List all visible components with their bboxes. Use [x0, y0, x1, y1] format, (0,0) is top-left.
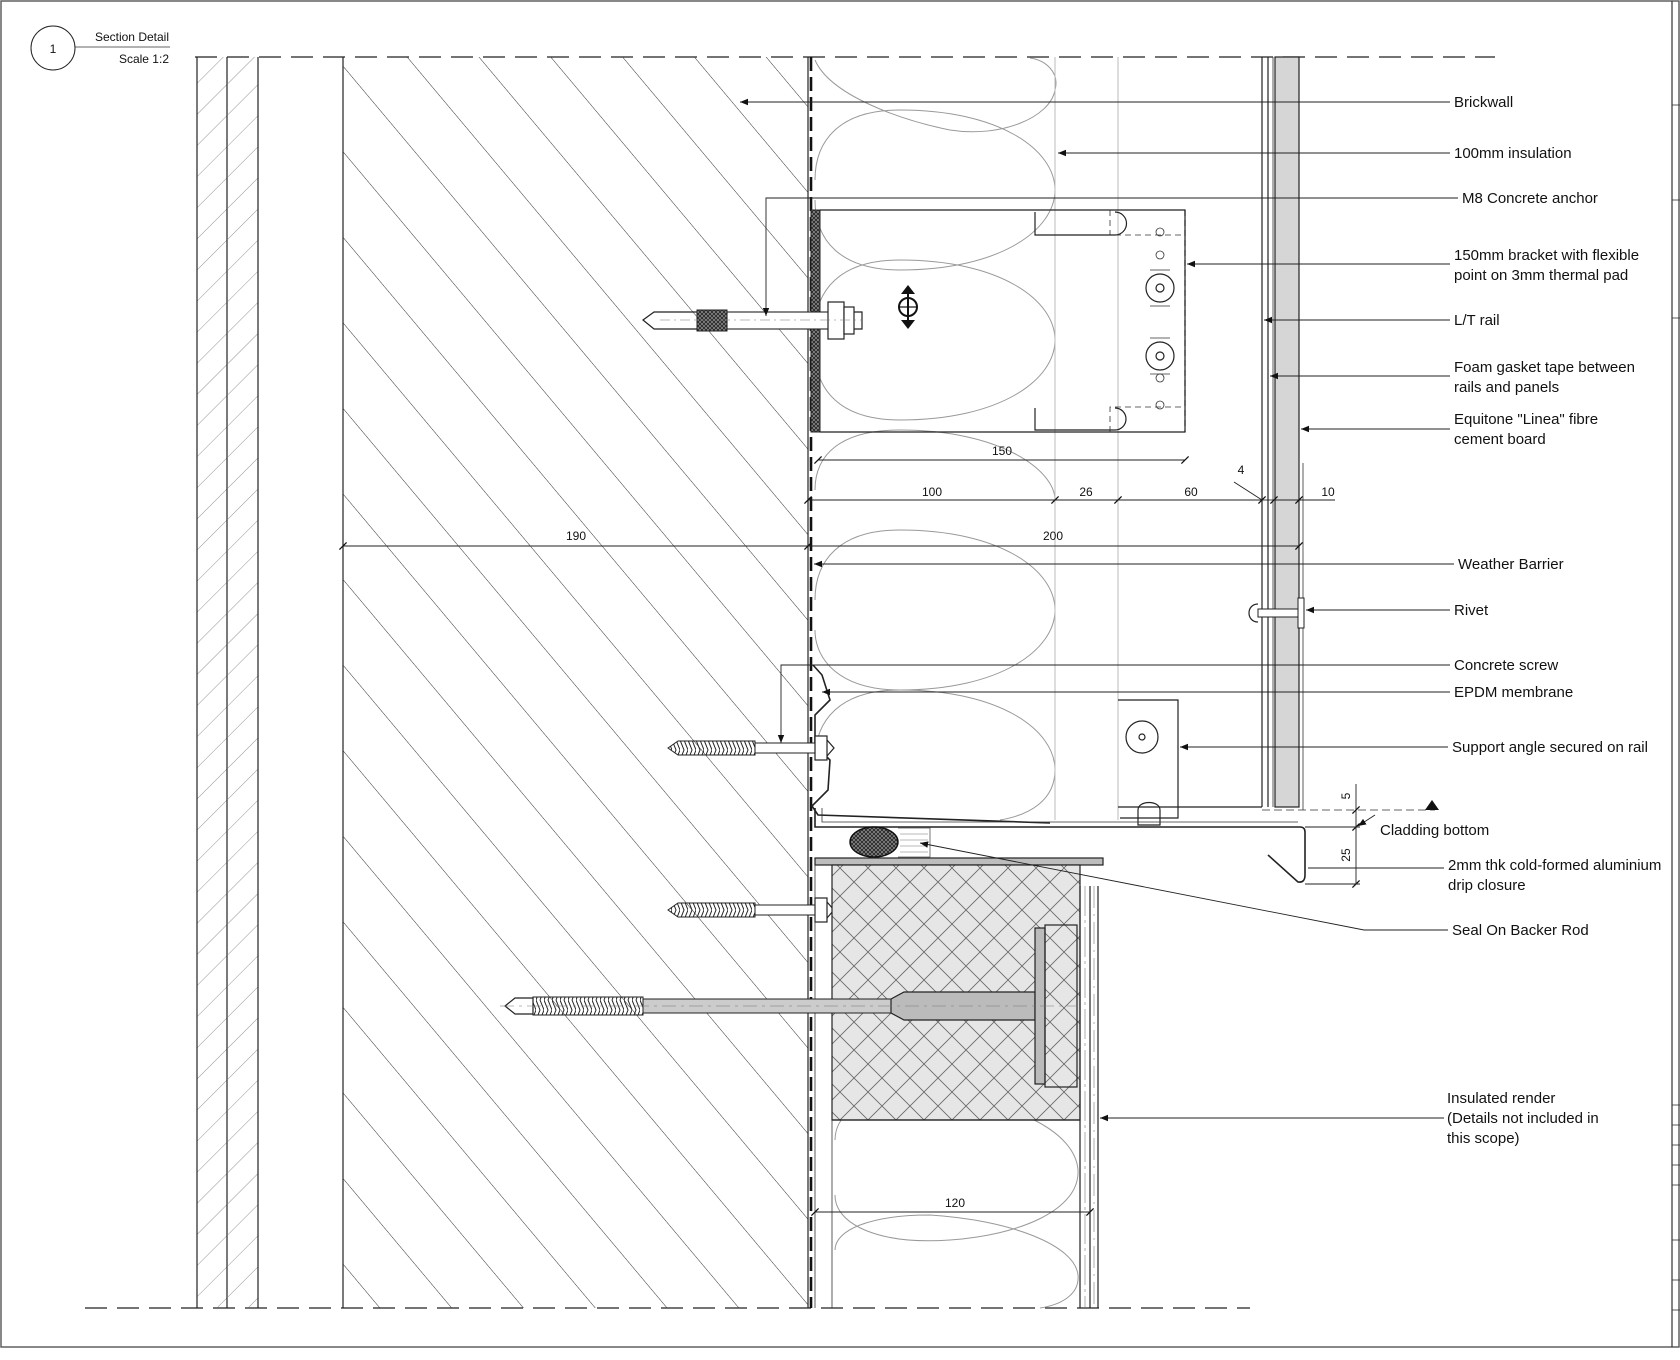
drip-closure [814, 808, 1306, 883]
title-circle [30, 25, 76, 71]
label-brickwall: Brickwall [1454, 94, 1513, 111]
label-render-line1: Insulated render [1447, 1090, 1555, 1107]
title-strip-ticks [1672, 104, 1680, 1311]
render-facing [814, 865, 1099, 1308]
label-foam-gasket-line2: rails and panels [1454, 379, 1559, 396]
label-drip-closure-line1: 2mm thk cold-formed aluminium [1448, 857, 1661, 874]
detail-scale: Scale 1:2 [119, 52, 169, 66]
concrete-screw-upper [667, 735, 835, 761]
render-base-plate [814, 857, 1104, 866]
label-render-line2: (Details not included in [1447, 1110, 1599, 1127]
dim-4: 4 [1238, 463, 1245, 477]
flexible-point-icon [898, 285, 918, 329]
detail-number: 1 [50, 42, 57, 56]
brick-wall [343, 57, 808, 1308]
support-angle [1118, 699, 1179, 826]
label-bracket-line1: 150mm bracket with flexible [1454, 247, 1639, 264]
detail-title: Section Detail [95, 30, 169, 44]
fibre-cement-board [1274, 56, 1300, 808]
dim-200: 200 [1043, 529, 1063, 543]
dim-60: 60 [1184, 485, 1198, 499]
dim-100: 100 [922, 485, 942, 499]
label-cladding-bottom: Cladding bottom [1380, 822, 1489, 839]
bracket [820, 209, 1186, 433]
label-weather-barrier: Weather Barrier [1458, 556, 1564, 573]
label-backer-rod: Seal On Backer Rod [1452, 922, 1589, 939]
lt-rail [1118, 57, 1274, 808]
label-epdm: EPDM membrane [1454, 684, 1573, 701]
leader-lines [740, 98, 1458, 1122]
render-insulation-anchor [500, 924, 1078, 1088]
cladding-bottom-marker [1262, 800, 1439, 811]
title-marker: 1 Section Detail Scale 1:2 [30, 25, 170, 71]
dim-26: 26 [1079, 485, 1093, 499]
label-bracket-line2: point on 3mm thermal pad [1454, 267, 1628, 284]
concrete-screw-lower [667, 897, 835, 923]
dim-25: 25 [1339, 848, 1353, 862]
rivet [1248, 597, 1305, 629]
label-lt-rail: L/T rail [1454, 312, 1500, 329]
label-support-angle: Support angle secured on rail [1452, 739, 1648, 756]
label-drip-closure-line2: drip closure [1448, 877, 1526, 894]
dim-190: 190 [566, 529, 586, 543]
inner-plaster-layers [196, 57, 344, 1308]
label-m8-anchor: M8 Concrete anchor [1462, 190, 1598, 207]
label-equitone-line2: cement board [1454, 431, 1546, 448]
backer-rod-seal [849, 826, 931, 858]
dim-5: 5 [1339, 792, 1353, 799]
callout-labels: Brickwall 100mm insulation M8 Concrete a… [1380, 94, 1661, 1147]
drip-closure-inner [821, 808, 1298, 823]
label-foam-gasket-line1: Foam gasket tape between [1454, 359, 1635, 376]
label-rivet: Rivet [1454, 602, 1489, 619]
dimension-lines [338, 455, 1360, 1217]
label-equitone-line1: Equitone "Linea" fibre [1454, 411, 1598, 428]
dim-10: 10 [1321, 485, 1335, 499]
dimension-texts: 150 100 26 60 4 10 190 200 5 25 120 [566, 444, 1353, 1210]
label-concrete-screw: Concrete screw [1454, 657, 1558, 674]
upper-insulation [814, 57, 1119, 821]
label-insulation: 100mm insulation [1454, 145, 1572, 162]
m8-concrete-anchor [642, 301, 863, 340]
dim-120: 120 [945, 1196, 965, 1210]
dim-150: 150 [992, 444, 1012, 458]
label-render-line3: this scope) [1447, 1130, 1520, 1147]
